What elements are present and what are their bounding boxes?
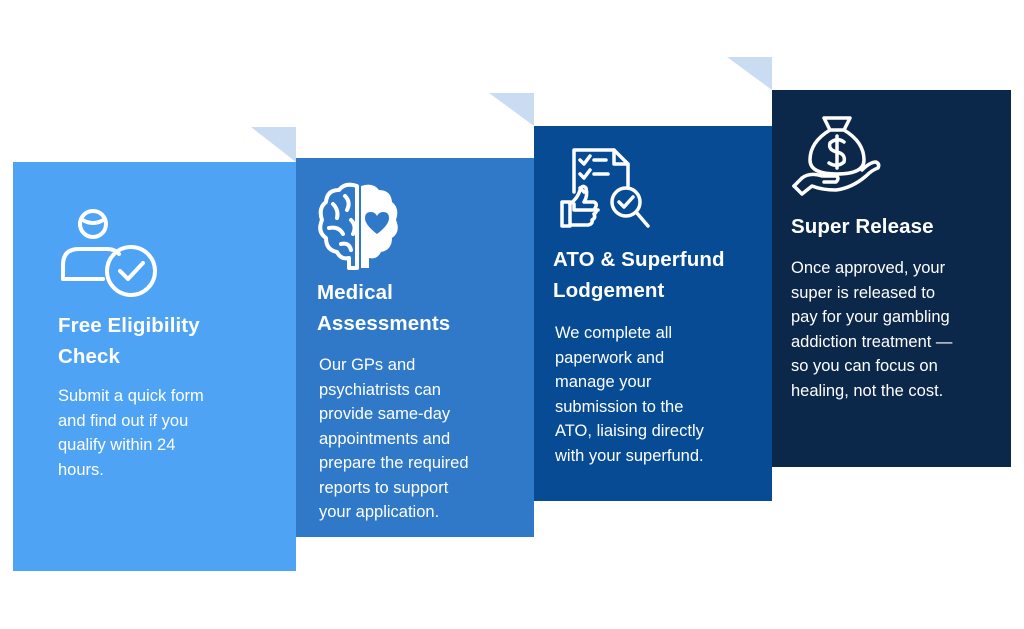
- fold-corner-3: [727, 57, 772, 90]
- step-title: Super Release: [791, 215, 934, 238]
- fold-corner-2: [489, 93, 534, 126]
- step-description: Once approved, your super is released to…: [791, 259, 953, 400]
- money-bag-hand-icon: [792, 116, 881, 196]
- step-description: We complete all paperwork and manage you…: [555, 324, 704, 465]
- step-description: Submit a quick form and find out if you …: [58, 387, 204, 479]
- user-check-icon: [61, 209, 157, 297]
- step-description: Our GPs and psychiatrists can provide sa…: [319, 356, 469, 521]
- step-card-super-release: Super Release Once approved, your super …: [772, 90, 1011, 467]
- document-check-icon: [560, 148, 650, 228]
- brain-heart-icon: [318, 182, 398, 270]
- fold-corner-1: [251, 127, 296, 162]
